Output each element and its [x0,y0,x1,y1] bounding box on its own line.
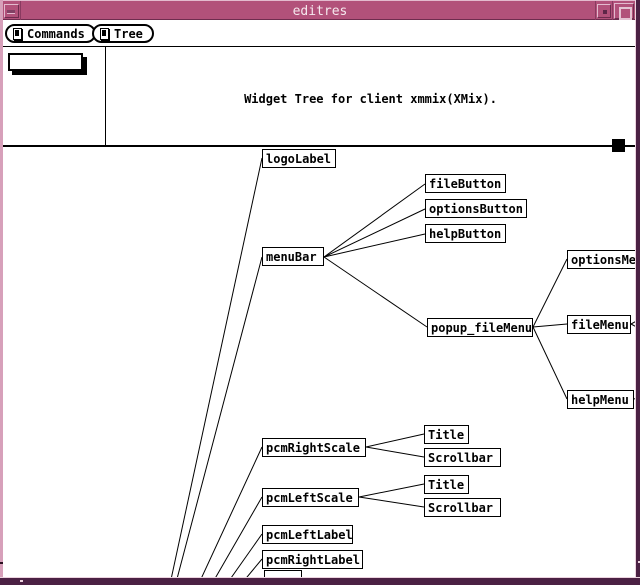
titlebar-separator [612,1,613,21]
menu-mark-icon [100,27,109,40]
border-tick [20,580,23,582]
window-title: editres [292,4,348,19]
tree-node-helpButton[interactable]: helpButton [425,224,506,243]
pane-horizontal-divider [0,145,640,147]
tree-node-helpMenu[interactable]: helpMenu [567,390,634,409]
menubar: Commands Tree [3,20,636,47]
top-pane [3,47,636,145]
tree-menu-button[interactable]: Tree [92,24,154,43]
iconify-button[interactable] [597,4,611,18]
tree-node-logoLabel[interactable]: logoLabel [262,149,336,168]
iconify-icon [603,10,607,14]
tree-node-optionsButton[interactable]: optionsButton [425,199,527,218]
tree-node-popup_fileMenu[interactable]: popup_fileMenu [427,318,533,337]
maximize-icon [619,7,632,20]
tree-node-pcmRightLabel[interactable]: pcmRightLabel [262,550,363,569]
window-border-left[interactable] [0,0,3,585]
commands-menu-label: Commands [27,26,85,41]
titlebar-separator [20,1,21,21]
pane-vertical-divider [105,47,106,145]
tree-node-fileMenu[interactable]: fileMenu [567,315,631,334]
tree-menu-label: Tree [114,26,143,41]
panner-thumb[interactable] [8,53,83,71]
tree-node-Title[interactable]: Title [424,425,469,444]
tree-node-Scrollbar[interactable]: Scrollbar [424,498,501,517]
menu-mark-icon [13,27,22,40]
tree-node-pcmLeftLabel[interactable]: pcmLeftLabel [262,525,353,544]
info-message: Widget Tree for client xmmix(XMix). [244,92,497,106]
tree-node-pcmRightScale[interactable]: pcmRightScale [262,438,366,457]
tree-node-menuBar[interactable]: menuBar [262,247,324,266]
tree-edges [169,157,640,585]
window-menu-dash-icon [7,10,15,14]
window-menu-button[interactable] [4,4,19,18]
window-border-right[interactable] [635,0,640,585]
tree-node-optionsMenu[interactable]: optionsMenu [567,250,640,269]
maximize-button[interactable] [614,3,634,20]
border-tick [638,561,640,563]
border-tick [0,562,3,564]
titlebar[interactable]: editres [0,0,640,21]
tree-node-fileButton[interactable]: fileButton [425,174,506,193]
titlebar-separator [595,1,596,21]
tree-node-Title[interactable]: Title [424,475,469,494]
commands-menu-button[interactable]: Commands [5,24,96,43]
window-border-bottom[interactable] [0,577,640,585]
paned-grip[interactable] [612,139,625,152]
tree-node-pcmLeftScale[interactable]: pcmLeftScale [262,488,359,507]
tree-node-Scrollbar[interactable]: Scrollbar [424,448,501,467]
